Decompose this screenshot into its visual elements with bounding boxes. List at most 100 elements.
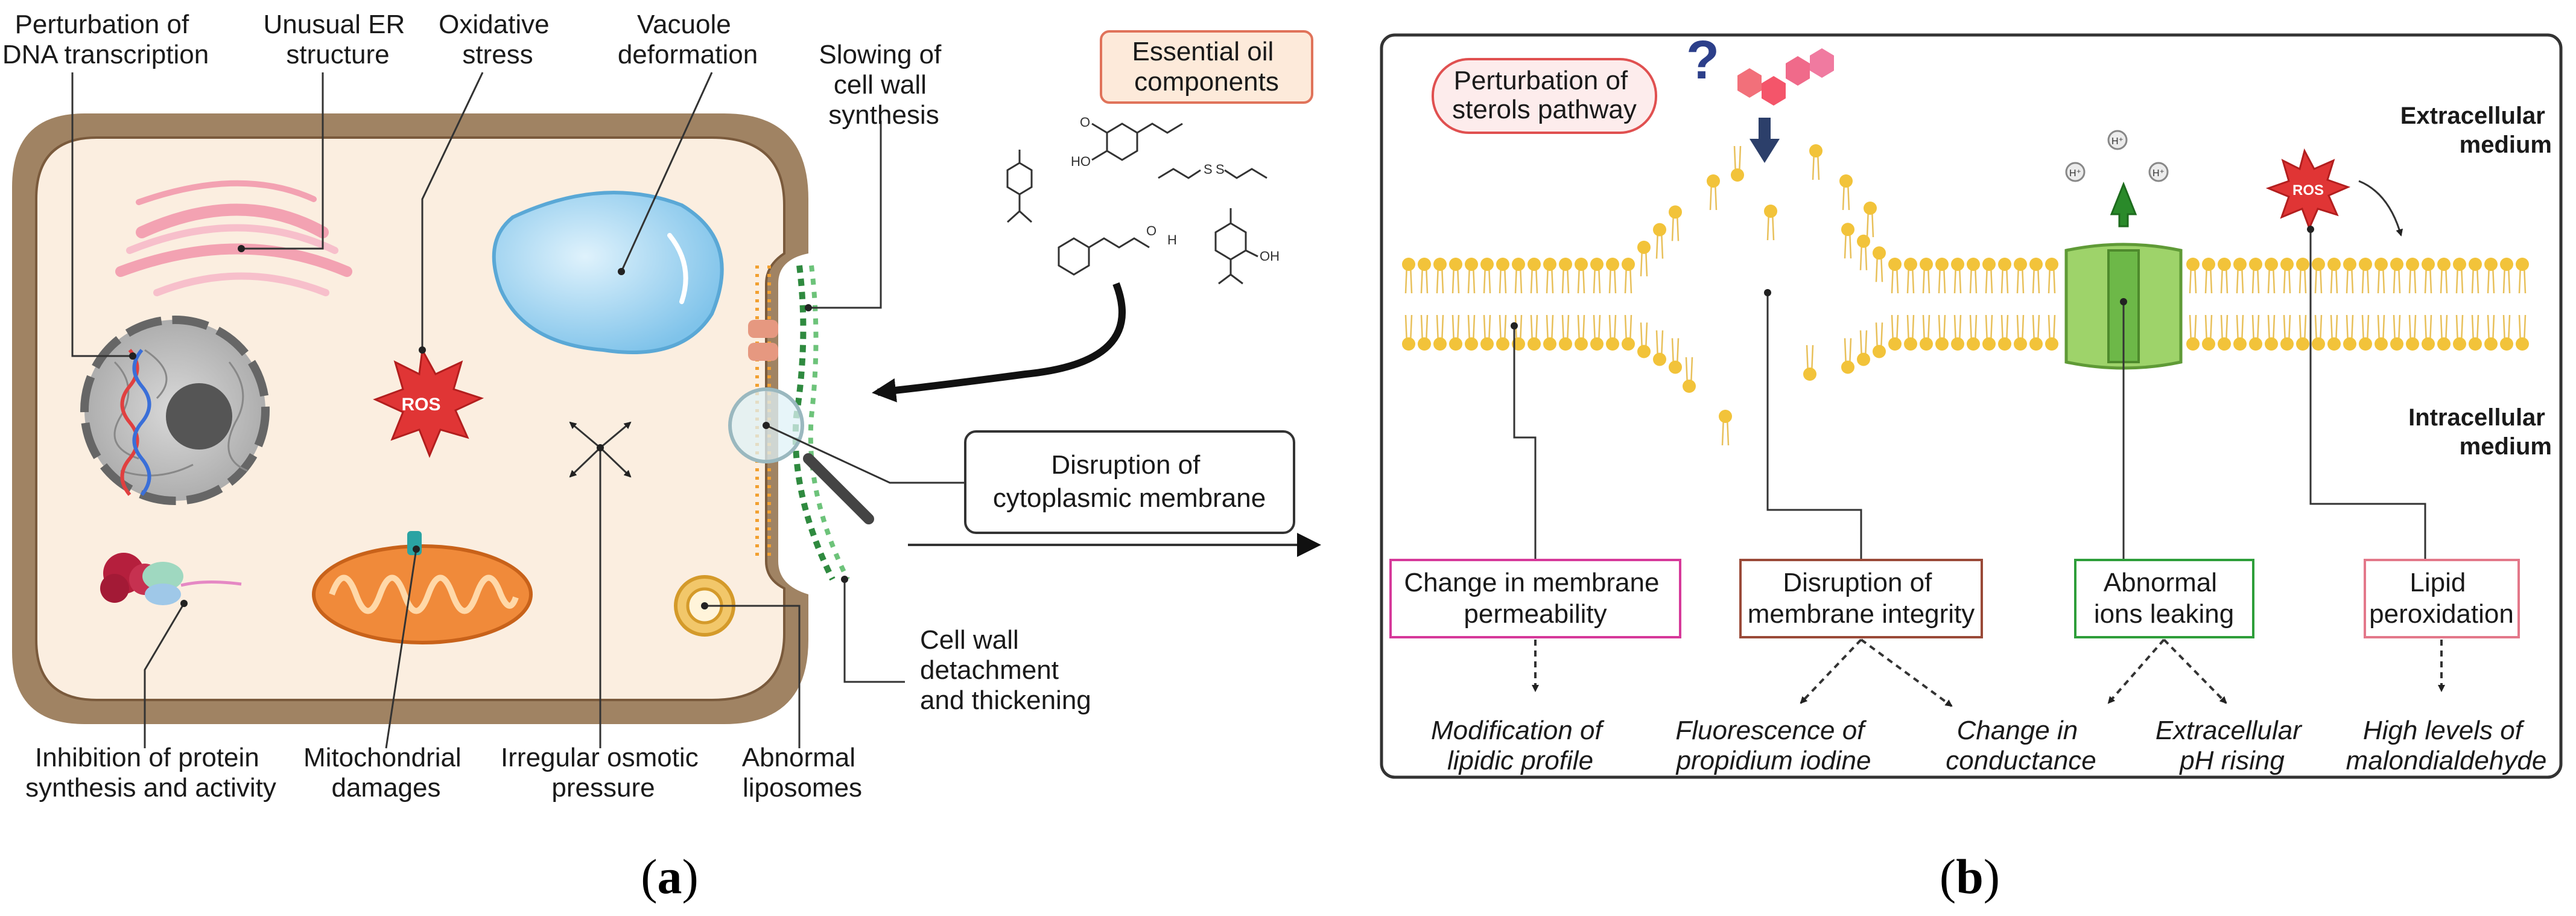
- label-protein-synthesis: Inhibition of protein synthesis and acti…: [25, 743, 276, 803]
- lipid: [2406, 258, 2419, 294]
- endoplasmic-reticulum: [115, 180, 352, 296]
- lipid: [2327, 314, 2341, 351]
- lipid: [1967, 314, 1980, 351]
- box-integrity: [1739, 559, 1983, 638]
- sterol-down-arrow: [1750, 118, 1780, 163]
- outcome-lipidic-profile: Modification of lipidic profile: [1431, 716, 1610, 775]
- lipid: [1606, 258, 1619, 294]
- lipid: [1935, 314, 1949, 351]
- sterol-molecule: [1737, 48, 1834, 106]
- lipid: [2296, 258, 2309, 294]
- lipid: [2249, 314, 2262, 351]
- lipid: [2500, 314, 2513, 351]
- lipid: [2390, 314, 2403, 351]
- atom-s1: S: [1204, 162, 1213, 177]
- lipid: [1465, 314, 1478, 351]
- lipid: [1951, 258, 1964, 294]
- box-permeability: [1389, 559, 1681, 638]
- lipid: [1449, 314, 1462, 351]
- lipid: [1575, 258, 1588, 294]
- lipid: [1841, 223, 1854, 259]
- lipid: [1465, 258, 1478, 294]
- leader-dots-a: [129, 245, 848, 609]
- lipid: [1418, 258, 1431, 294]
- lipid: [2469, 258, 2482, 294]
- lipid: [1873, 246, 1886, 282]
- effect-boxes: Change in membrane permeability Disrupti…: [1389, 559, 2520, 638]
- question-mark: ?: [1686, 30, 1719, 91]
- lipid: [2406, 314, 2419, 351]
- lipid: [1543, 258, 1556, 294]
- lipid: [2029, 258, 2043, 294]
- lipid: [2045, 314, 2058, 351]
- lipid: [1402, 314, 1415, 351]
- lipid: [2453, 258, 2466, 294]
- lipid: [2218, 258, 2231, 294]
- essential-oil-box: [1100, 30, 1313, 104]
- outcome-malondialdehyde: High levels of malondialdehyde: [2346, 716, 2547, 775]
- lipid: [1559, 314, 1572, 351]
- lipid: [1888, 258, 1902, 294]
- panel-a: ROS: [2, 10, 1321, 904]
- lipid: [1967, 258, 1980, 294]
- ros-label-b: ROS: [2292, 182, 2324, 199]
- lipid: [1496, 258, 1509, 294]
- label-intracellular: Intracellular medium: [2408, 404, 2552, 460]
- lipid: [1669, 338, 1682, 374]
- lipid: [1449, 258, 1462, 294]
- box-peroxidation-text: Lipid peroxidation: [2369, 568, 2514, 629]
- lipid: [1731, 145, 1744, 182]
- leader-lines-a: [71, 72, 965, 749]
- outcome-propidium-iodine: Fluorescence of propidium iodine: [1675, 716, 1872, 775]
- nucleus: [80, 316, 270, 505]
- ros-star-b: ROS: [2265, 148, 2351, 231]
- box-ions: [2074, 559, 2254, 638]
- lipid: [1982, 314, 1996, 351]
- lipid: [1683, 357, 1696, 393]
- atom-h: H: [1167, 232, 1177, 247]
- lipid: [2280, 314, 2294, 351]
- lipid: [1590, 258, 1604, 294]
- lipid: [2265, 258, 2278, 294]
- lipid: [1622, 314, 1635, 351]
- lipid: [2280, 258, 2294, 294]
- leader-lines-b: [1513, 229, 2426, 560]
- lipid: [2029, 314, 2043, 351]
- label-abnormal-liposomes: Abnormal liposomes: [742, 743, 863, 803]
- essential-oil-arrow: [872, 282, 1126, 402]
- lipid: [1480, 258, 1494, 294]
- sterol-label: Perturbation of sterols pathway: [1452, 66, 1637, 124]
- lipid: [2343, 314, 2356, 351]
- lipid: [1590, 314, 1604, 351]
- lipid: [1707, 174, 1720, 211]
- lipid: [2422, 314, 2435, 351]
- lipid: [2233, 258, 2247, 294]
- lipid: [2296, 314, 2309, 351]
- panel-b-frame: [1380, 33, 2563, 779]
- hplus-2: H⁺: [2111, 136, 2124, 147]
- atom-oh: OH: [1260, 249, 1280, 264]
- lipid: [2453, 314, 2466, 351]
- lipid: [1857, 234, 1870, 270]
- lipid: [1418, 314, 1431, 351]
- lipid: [1888, 314, 1902, 351]
- outcome-ph-rising: Extracellular pH rising: [2156, 716, 2309, 775]
- label-cell-wall-detachment: Cell wall detachment and thickening: [920, 625, 1091, 715]
- lipid: [2202, 314, 2215, 351]
- lipid: [2233, 314, 2247, 351]
- atom-ho: HO: [1071, 154, 1091, 169]
- box-ions-text: Abnormal ions leaking: [2094, 568, 2234, 629]
- lipid: [2516, 314, 2529, 351]
- lipid: [2422, 258, 2435, 294]
- lipid: [1559, 258, 1572, 294]
- label-dna-transcription: Perturbation of DNA transcription: [2, 10, 209, 69]
- lipid: [2014, 314, 2027, 351]
- panel-b: H⁺ H⁺ H⁺ ? Perturbation of sterols pathw…: [1380, 30, 2563, 904]
- lipid: [2359, 314, 2372, 351]
- lipid: [2218, 314, 2231, 351]
- lipid: [1920, 258, 1933, 294]
- vacuole: [492, 191, 724, 354]
- label-mitochondrial-damages: Mitochondrial damages: [303, 743, 469, 803]
- lipid: [1606, 314, 1619, 351]
